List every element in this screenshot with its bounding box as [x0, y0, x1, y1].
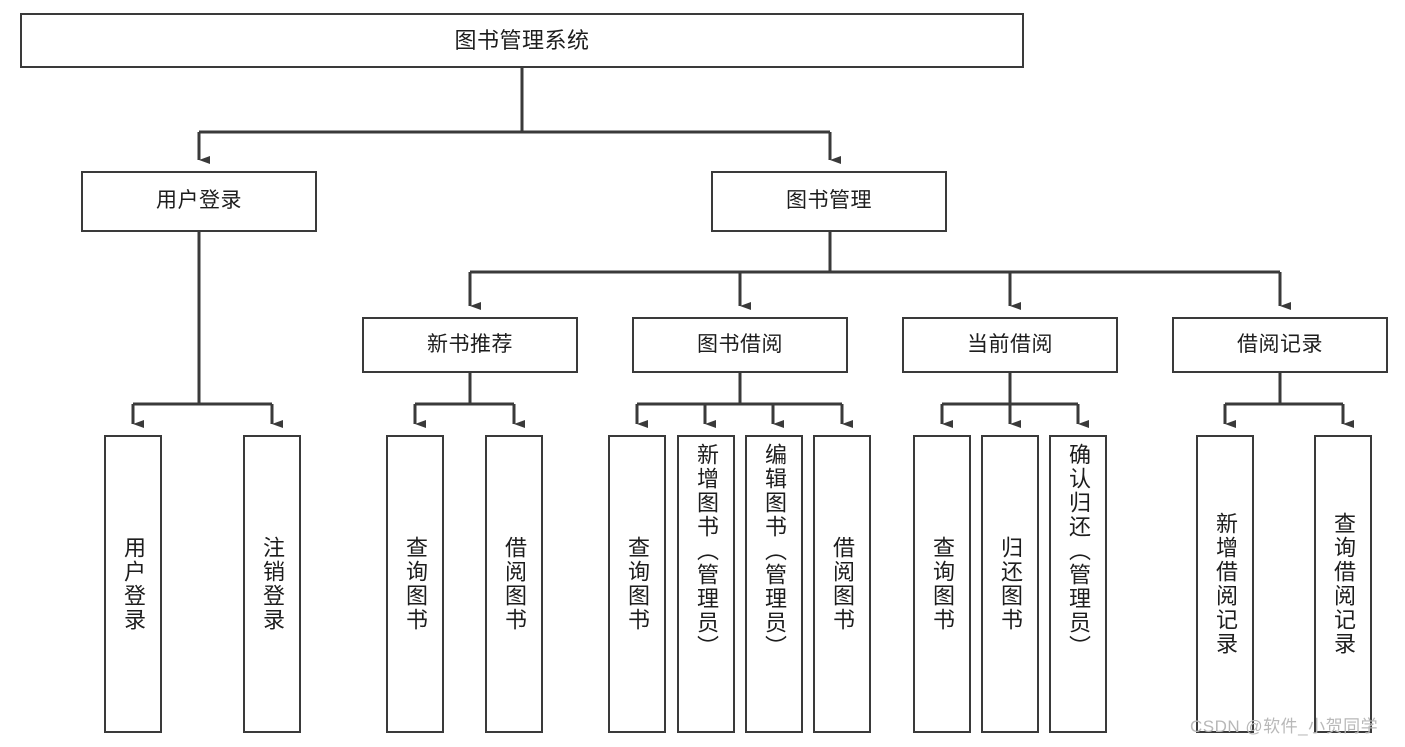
node-label: 借阅图书	[502, 536, 527, 632]
node-label: 借阅图书	[830, 536, 855, 632]
node-label: 新书推荐	[427, 332, 513, 356]
node-label: 查询图书	[403, 536, 428, 632]
node-user-login[interactable]: 用户登录	[81, 171, 317, 232]
node-leaf-borrow-book-recommend[interactable]: 借阅图书	[485, 435, 543, 733]
node-label: 图书管理	[786, 189, 872, 213]
csdn-watermark: CSDN @软件_小贺同学	[1190, 717, 1379, 736]
node-leaf-confirm-return-admin[interactable]: 确认归还（管理员）	[1049, 435, 1107, 733]
node-leaf-query-borrow-record[interactable]: 查询借阅记录	[1314, 435, 1372, 733]
node-leaf-borrow-book[interactable]: 借阅图书	[813, 435, 871, 733]
node-label: 借阅记录	[1237, 332, 1323, 356]
node-borrow-record[interactable]: 借阅记录	[1172, 317, 1388, 373]
node-leaf-add-book-admin[interactable]: 新增图书（管理员）	[677, 435, 735, 733]
node-root-system[interactable]: 图书管理系统	[20, 13, 1024, 68]
node-label: 新增图书（管理员）	[694, 443, 719, 659]
node-leaf-query-book-recommend[interactable]: 查询图书	[386, 435, 444, 733]
node-current-borrow[interactable]: 当前借阅	[902, 317, 1118, 373]
node-label: 当前借阅	[967, 332, 1053, 356]
node-label: 注销登录	[260, 536, 285, 632]
node-label: 新增借阅记录	[1213, 512, 1238, 656]
node-leaf-user-login[interactable]: 用户登录	[104, 435, 162, 733]
node-book-borrow[interactable]: 图书借阅	[632, 317, 848, 373]
node-label: 确认归还（管理员）	[1066, 443, 1091, 659]
node-leaf-query-book-current[interactable]: 查询图书	[913, 435, 971, 733]
node-label: 查询图书	[930, 536, 955, 632]
node-label: 用户登录	[156, 189, 242, 213]
node-label: 编辑图书（管理员）	[762, 443, 787, 659]
node-leaf-return-book[interactable]: 归还图书	[981, 435, 1039, 733]
node-book-management[interactable]: 图书管理	[711, 171, 947, 232]
node-label: 图书管理系统	[454, 27, 590, 53]
node-new-book-recommend[interactable]: 新书推荐	[362, 317, 578, 373]
node-leaf-add-borrow-record[interactable]: 新增借阅记录	[1196, 435, 1254, 733]
node-label: 用户登录	[121, 536, 146, 632]
node-leaf-query-book-borrow[interactable]: 查询图书	[608, 435, 666, 733]
node-leaf-logout[interactable]: 注销登录	[243, 435, 301, 733]
node-label: 查询图书	[625, 536, 650, 632]
node-leaf-edit-book-admin[interactable]: 编辑图书（管理员）	[745, 435, 803, 733]
node-label: 归还图书	[998, 536, 1023, 632]
node-label: 查询借阅记录	[1331, 512, 1356, 656]
node-label: 图书借阅	[697, 332, 783, 356]
